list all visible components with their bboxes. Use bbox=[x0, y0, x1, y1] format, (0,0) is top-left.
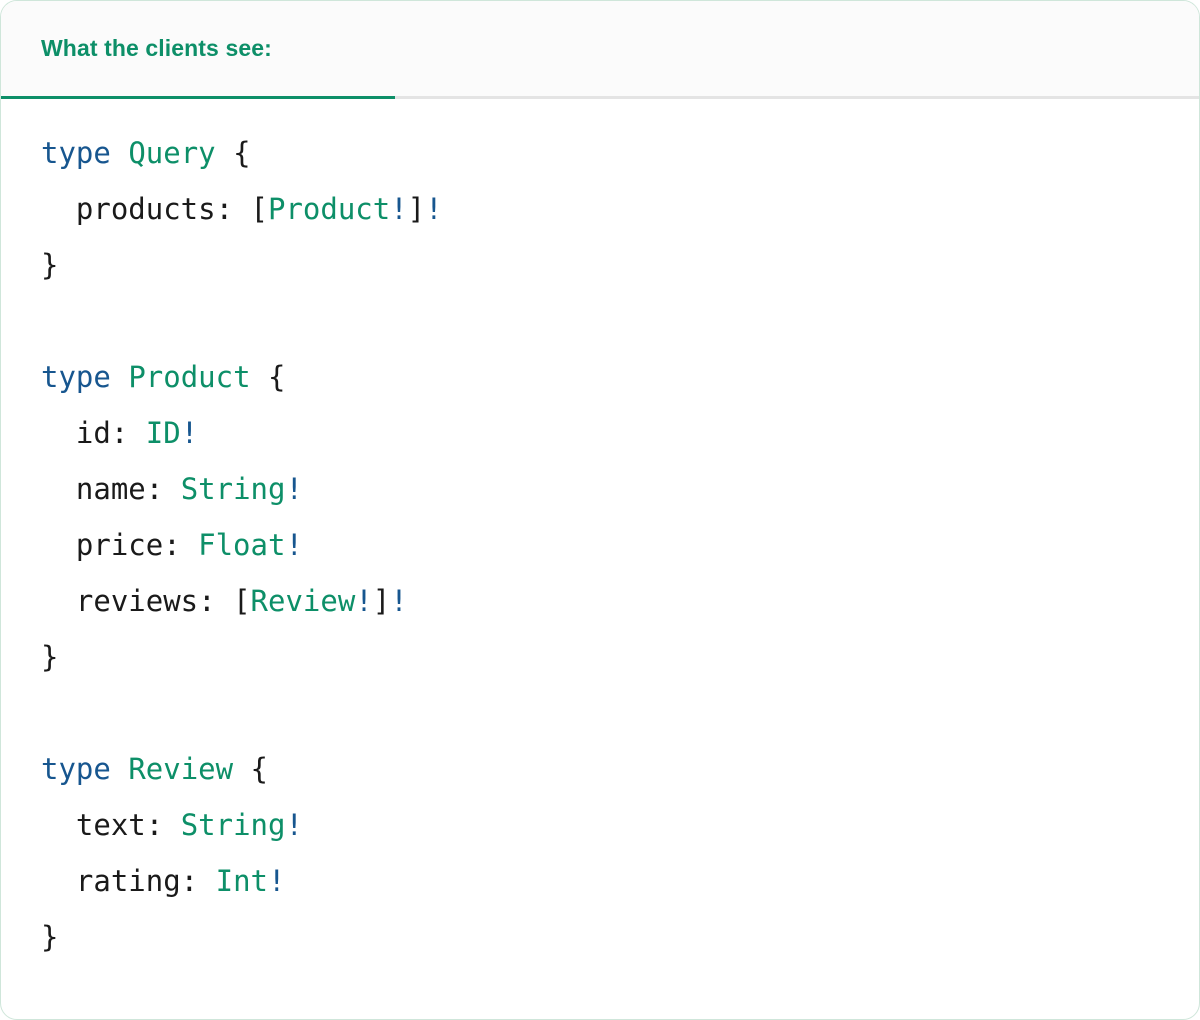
code-token: Product bbox=[267, 192, 391, 226]
code-token: rating: bbox=[41, 864, 216, 898]
code-line: type Review { bbox=[41, 741, 1199, 797]
code-token: ID bbox=[145, 416, 181, 450]
code-line: } bbox=[41, 909, 1199, 965]
code-line: price: Float! bbox=[41, 517, 1199, 573]
code-token: ! bbox=[180, 416, 199, 450]
code-token: products: bbox=[41, 192, 251, 226]
code-token bbox=[111, 752, 128, 786]
code-line: products: [Product!]! bbox=[41, 181, 1199, 237]
code-token: Product bbox=[128, 360, 251, 394]
code-token: ! bbox=[390, 584, 408, 618]
code-token: ! bbox=[285, 528, 303, 562]
code-line: } bbox=[41, 629, 1199, 685]
code-token: ! bbox=[285, 472, 303, 506]
tab-label: What the clients see: bbox=[41, 35, 272, 61]
code-token bbox=[111, 136, 128, 170]
code-token: id: bbox=[41, 416, 146, 450]
code-line: type Query { bbox=[41, 125, 1199, 181]
code-token: } bbox=[41, 640, 59, 674]
code-token: ! bbox=[425, 192, 443, 226]
code-token: Int bbox=[215, 864, 268, 898]
code-token: } bbox=[41, 248, 59, 282]
code-token: type bbox=[41, 136, 111, 170]
code-token: ] bbox=[372, 584, 391, 618]
code-token: name: bbox=[41, 472, 181, 506]
code-line: text: String! bbox=[41, 797, 1199, 853]
code-token: ! bbox=[268, 864, 286, 898]
code-token: [ bbox=[233, 584, 251, 618]
code-token: { bbox=[215, 136, 251, 170]
code-token: Query bbox=[128, 136, 216, 170]
code-token: { bbox=[233, 752, 268, 786]
code-line: id: ID! bbox=[41, 405, 1199, 461]
tab-what-the-clients-see[interactable]: What the clients see: bbox=[1, 1, 395, 99]
code-line: name: String! bbox=[41, 461, 1199, 517]
code-token: [ bbox=[250, 192, 268, 226]
code-token: Review bbox=[128, 752, 234, 786]
code-token: String bbox=[180, 472, 286, 506]
code-token: type bbox=[41, 752, 111, 786]
code-token: String bbox=[180, 808, 286, 842]
tab-strip: What the clients see: bbox=[1, 1, 1199, 99]
code-token: text: bbox=[41, 808, 181, 842]
code-token: ! bbox=[355, 584, 373, 618]
code-token: { bbox=[250, 360, 286, 394]
code-token: reviews: bbox=[41, 584, 234, 618]
code-token: price: bbox=[41, 528, 199, 562]
code-line bbox=[41, 685, 1199, 741]
code-token: Float bbox=[198, 528, 286, 562]
code-line: type Product { bbox=[41, 349, 1199, 405]
code-line: reviews: [Review!]! bbox=[41, 573, 1199, 629]
graphql-schema-code[interactable]: type Query { products: [Product!]!} type… bbox=[1, 125, 1199, 965]
code-line: } bbox=[41, 237, 1199, 293]
code-token bbox=[111, 360, 128, 394]
code-token: ] bbox=[407, 192, 426, 226]
code-line bbox=[41, 293, 1199, 349]
code-token: Review bbox=[250, 584, 356, 618]
code-token: ! bbox=[390, 192, 408, 226]
code-token: ! bbox=[285, 808, 303, 842]
code-token: } bbox=[41, 920, 59, 954]
code-token: type bbox=[41, 360, 111, 394]
code-line: rating: Int! bbox=[41, 853, 1199, 909]
code-area: type Query { products: [Product!]!} type… bbox=[1, 99, 1199, 965]
